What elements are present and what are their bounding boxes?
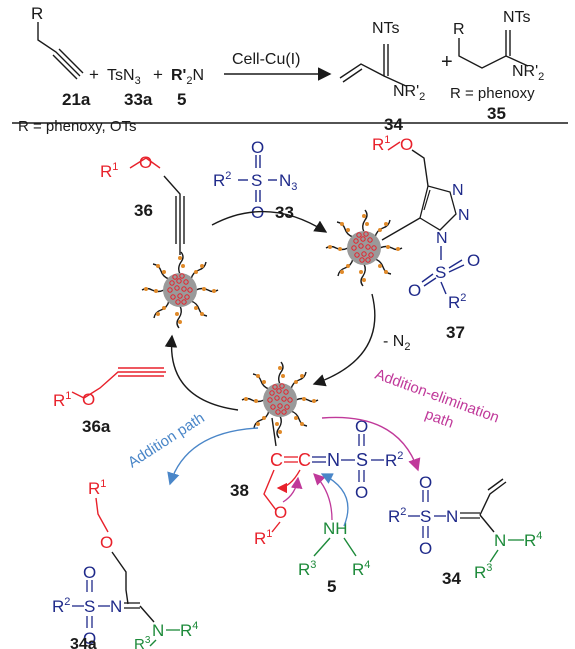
product-34-label: 34 (384, 115, 403, 134)
c36a-o: O (82, 390, 95, 409)
minus-n2-label: - N2 (383, 333, 410, 353)
p34a-o: O (100, 533, 113, 552)
arrow-to-36 (164, 334, 239, 411)
arrow-36-to-37 (211, 210, 328, 233)
c38-c2: C (298, 450, 311, 470)
amine: R'2N (171, 67, 204, 87)
label-34a: 34a (70, 636, 97, 649)
label-5: 5 (177, 90, 186, 109)
product-34-nts: NTs (372, 20, 400, 37)
arrow-37-to-38 (312, 293, 376, 387)
c37-n-mid: N (458, 207, 470, 224)
nanoparticle-38 (241, 361, 319, 439)
c37-o-ether: O (400, 135, 413, 154)
product-35-label: 35 (487, 104, 506, 123)
tosyl-azide: TsN3 (107, 67, 141, 87)
p34-r2: R2 (388, 506, 406, 526)
p34-r3: R3 (474, 562, 492, 582)
reactant-r: R (31, 4, 43, 23)
c36-r1: R1 (100, 161, 118, 181)
r-definition: R = phenoxy, OTs (18, 118, 137, 135)
c33-s: S (251, 171, 262, 190)
product-35-r-definition: R = phenoxy (450, 85, 535, 102)
c38-c1: C (270, 450, 283, 470)
p34a-r3: R3 (134, 635, 151, 649)
catalyst-label: Cell-Cu(I) (232, 51, 300, 68)
p34a-r1: R1 (88, 478, 106, 498)
c38-n: N (327, 450, 340, 470)
c37-n-top: N (452, 182, 464, 199)
label-36a: 36a (82, 417, 111, 436)
c38-o-top: O (355, 417, 368, 436)
p34a-n: N (110, 597, 122, 616)
nanoparticle-36 (141, 251, 219, 329)
label-5-cycle: 5 (327, 577, 336, 596)
c38-r1: R1 (254, 528, 272, 548)
label-33a: 33a (124, 90, 153, 109)
label-38: 38 (230, 481, 249, 500)
arrow-addition-elimination-path (321, 416, 421, 472)
c38-r2: R2 (385, 450, 403, 470)
p34-o-bottom: O (419, 539, 432, 558)
product-35-r: R (453, 21, 465, 38)
c37-o-right: O (467, 251, 480, 270)
c33-o-bottom: O (251, 203, 264, 222)
c38-o-ring: O (274, 503, 287, 522)
c33-r2: R2 (213, 170, 231, 190)
plus-2: + (153, 65, 163, 84)
addition-path-label: Addition path (125, 409, 208, 471)
plus-1: + (89, 65, 99, 84)
p34a-r4: R4 (180, 620, 198, 640)
c5-r4: R4 (352, 559, 370, 579)
p34a-o-bottom: O (83, 629, 96, 648)
nanoparticle-37 (325, 209, 403, 287)
product-34-nr2: NR'2 (393, 83, 425, 103)
c36-o: O (139, 153, 152, 172)
product-35-structure (458, 30, 529, 69)
product-34-structure (339, 44, 407, 87)
c37-r1: R1 (372, 134, 390, 154)
c5-nh: NH (323, 519, 348, 538)
p34-s: S (420, 507, 431, 526)
label-21a: 21a (62, 90, 91, 109)
c37-s: S (435, 263, 446, 282)
c37-o-left: O (408, 281, 421, 300)
product-35-nr2: NR'2 (512, 63, 544, 83)
c33-o-top: O (251, 138, 264, 157)
p34a-s: S (84, 597, 95, 616)
catalytic-cycle: R1 O 36 R2 S O O N3 33 R1 O N N N (52, 134, 542, 649)
c37-n-bottom: N (436, 230, 448, 247)
c37-r2: R2 (448, 292, 466, 312)
c5-r3: R3 (298, 559, 316, 579)
p34-o-top: O (419, 473, 432, 492)
p34a-r2: R2 (52, 596, 70, 616)
arrow-addition-path (167, 427, 259, 486)
c38-o-bottom: O (355, 483, 368, 502)
p34-n: N (446, 507, 458, 526)
top-equation: R + TsN3 + R'2N 21a 33a 5 R = phenoxy, O… (18, 4, 544, 135)
p34-n2: N (494, 531, 506, 550)
p34a-o-top: O (83, 563, 96, 582)
c38-s: S (356, 450, 368, 470)
label-37: 37 (446, 323, 465, 342)
label-36: 36 (134, 201, 153, 220)
product-35-nts: NTs (503, 9, 531, 26)
label-33: 33 (275, 203, 294, 222)
c36a-r1: R1 (53, 390, 71, 410)
p34a-n2: N (152, 621, 164, 640)
plus-3: + (441, 51, 453, 73)
c33-n3: N3 (279, 171, 297, 193)
label-34-cycle: 34 (442, 569, 461, 588)
p34-r4: R4 (524, 530, 542, 550)
